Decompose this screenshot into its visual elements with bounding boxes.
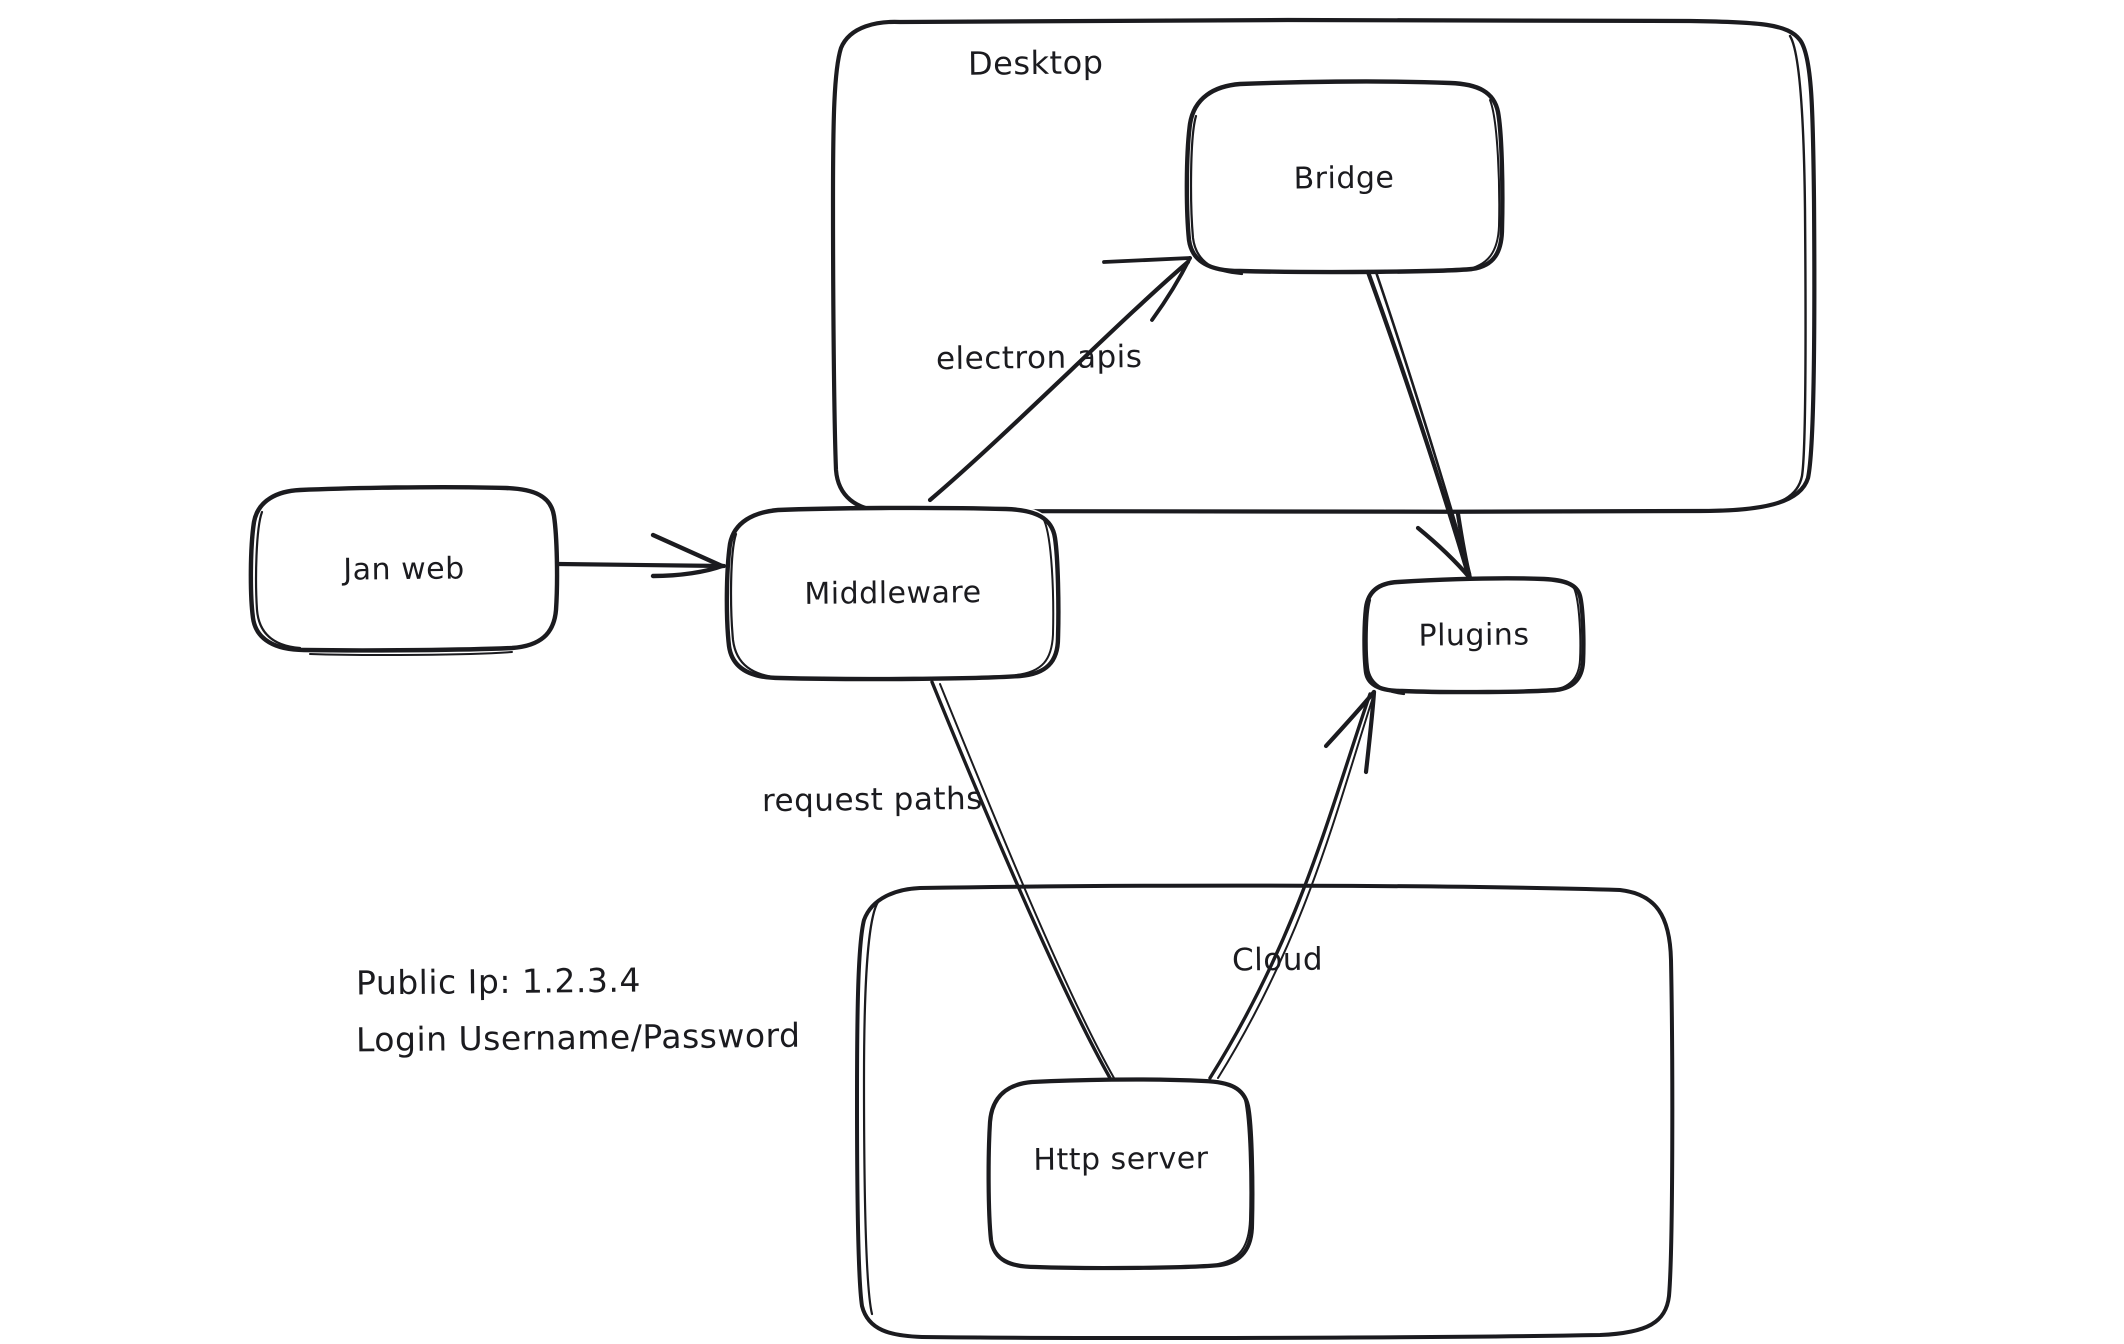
- edge-label-request-paths: request paths: [761, 780, 984, 820]
- note-login-credentials: Login Username/Password: [355, 1015, 801, 1060]
- group-cloud[interactable]: [855, 883, 1675, 1341]
- edge-bridge-to-plugins[interactable]: [1365, 269, 1473, 581]
- group-desktop[interactable]: [830, 17, 1817, 515]
- node-label-jan-web: Jan web: [343, 551, 465, 588]
- edge-http-to-plugins[interactable]: [1208, 689, 1377, 1080]
- node-middleware[interactable]: [724, 505, 1061, 682]
- note-public-ip: Public Ip: 1.2.3.4: [355, 960, 642, 1003]
- edge-label-electron-apis: electron apis: [935, 338, 1143, 378]
- node-label-bridge: Bridge: [1293, 160, 1395, 197]
- node-jan-web[interactable]: [248, 484, 560, 657]
- node-label-middleware: Middleware: [804, 575, 982, 612]
- edge-web-to-middleware[interactable]: [555, 532, 727, 579]
- node-label-http-server: Http server: [1033, 1141, 1209, 1178]
- edge-middleware-to-bridge[interactable]: [927, 256, 1192, 503]
- edge-middleware-to-http[interactable]: [930, 680, 1115, 1080]
- edge-label-cloud: Cloud: [1231, 941, 1324, 979]
- group-label-desktop: Desktop: [967, 43, 1104, 83]
- node-plugins[interactable]: [1362, 576, 1586, 696]
- node-label-plugins: Plugins: [1418, 617, 1530, 654]
- node-bridge[interactable]: [1184, 79, 1505, 276]
- node-http-server[interactable]: [986, 1077, 1255, 1271]
